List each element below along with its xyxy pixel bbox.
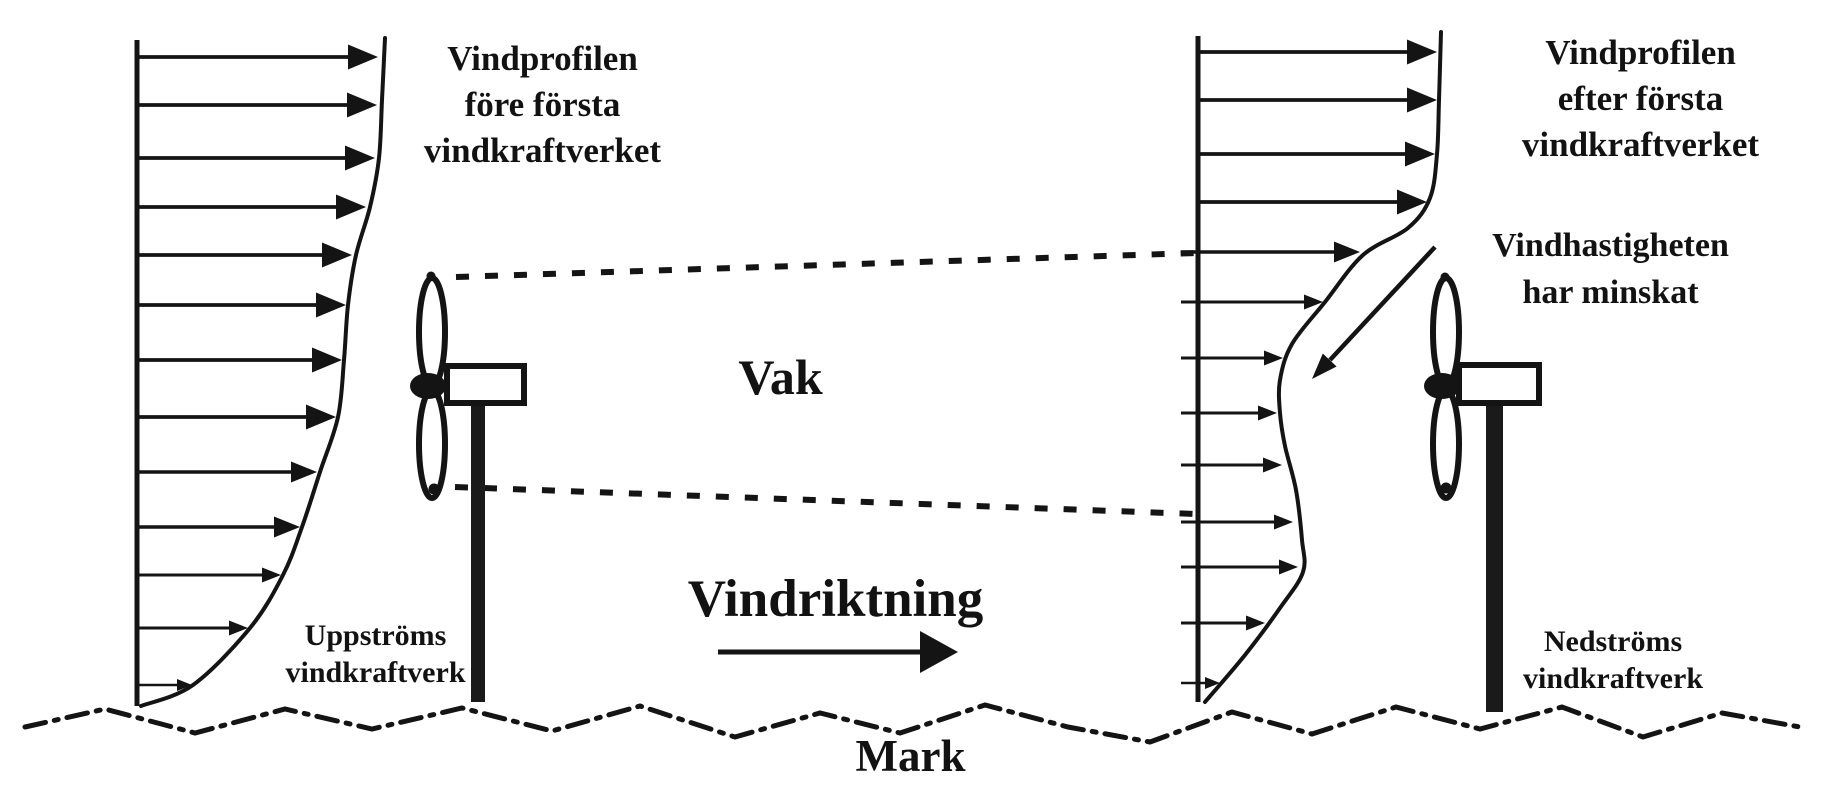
wake-boundary-lines (454, 250, 1197, 517)
label-line: Uppströms (304, 619, 447, 652)
left-wind-profile (134, 36, 387, 708)
wake-deficit-pointer-arrow-icon (1312, 245, 1437, 379)
label-line: vindkraftverket (423, 131, 662, 170)
label-line: har minskat (1522, 274, 1699, 311)
label-upstream-turbine: Uppströms vindkraftverk (243, 617, 508, 691)
wind-direction-arrow-icon (718, 631, 958, 673)
label-ground: Mark (855, 731, 966, 781)
label-line: vindkraftverk (1523, 662, 1703, 695)
label-downstream-turbine: Nedströms vindkraftverk (1477, 623, 1749, 697)
label-wake: Vak (738, 349, 823, 405)
label-line: Vindhastigheten (1492, 227, 1729, 264)
label-wind-profile-before: Vindprofilen före första vindkraftverket (375, 36, 710, 174)
label-wind-direction: Vindriktning (687, 570, 984, 628)
upstream-turbine-icon (410, 271, 527, 702)
ground-line (22, 702, 1803, 745)
label-line: vindkraftverk (285, 656, 466, 689)
label-line: Vindprofilen (447, 39, 638, 78)
label-line: Nedströms (1543, 625, 1683, 658)
label-wind-profile-after: Vindprofilen efter första vindkraftverke… (1468, 30, 1813, 168)
label-wind-speed-decreased: Vindhastigheten har minskat (1428, 222, 1793, 316)
label-line: vindkraftverket (1521, 125, 1760, 164)
label-line: Vindprofilen (1545, 33, 1736, 72)
downstream-turbine-icon (1424, 272, 1542, 712)
label-line: före första (464, 85, 621, 124)
label-line: efter första (1557, 79, 1724, 118)
right-wind-profile (1181, 30, 1443, 704)
